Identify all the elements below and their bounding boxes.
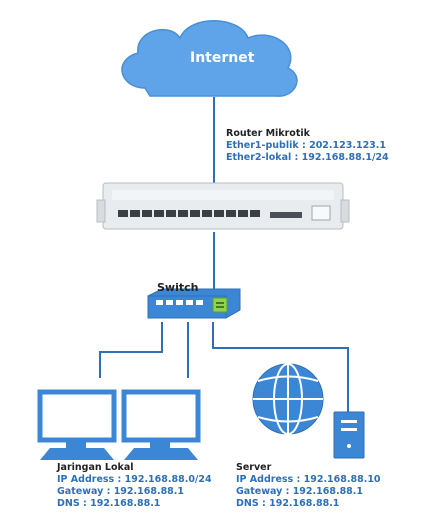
server-info: Server IP Address : 192.168.88.10 Gatewa… (236, 462, 381, 510)
link-switch-server (212, 322, 349, 412)
server-globe-icon (252, 363, 324, 435)
router-info: Router Mikrotik Ether1-publik : 202.123.… (226, 128, 389, 164)
lan-ip: IP Address : 192.168.88.0/24 (57, 474, 212, 485)
internet-label: Internet (190, 50, 255, 66)
lan-info: Jaringan Lokal IP Address : 192.168.88.0… (57, 462, 212, 510)
lan-pc1-monitor-icon (37, 389, 117, 460)
router-ether2: Ether2-lokal : 192.168.88.1/24 (226, 152, 389, 163)
link-switch-pc1 (99, 322, 163, 378)
server-gateway: Gateway : 192.168.88.1 (236, 486, 364, 497)
links (99, 97, 349, 412)
switch-label: Switch (157, 281, 199, 294)
server-ip: IP Address : 192.168.88.10 (236, 474, 381, 485)
server-tower-icon (333, 411, 365, 459)
internet-cloud-icon (121, 20, 298, 97)
router-device-icon (96, 182, 350, 230)
server-dns: DNS : 192.168.88.1 (236, 498, 340, 509)
lan-dns: DNS : 192.168.88.1 (57, 498, 161, 509)
router-ether1: Ether1-publik : 202.123.123.1 (226, 140, 387, 151)
switch-device-icon (147, 288, 241, 319)
lan-gateway: Gateway : 192.168.88.1 (57, 486, 185, 497)
router-title: Router Mikrotik (226, 128, 310, 139)
server-title: Server (236, 462, 272, 473)
lan-pc2-monitor-icon (121, 389, 201, 460)
lan-title: Jaringan Lokal (57, 462, 134, 473)
